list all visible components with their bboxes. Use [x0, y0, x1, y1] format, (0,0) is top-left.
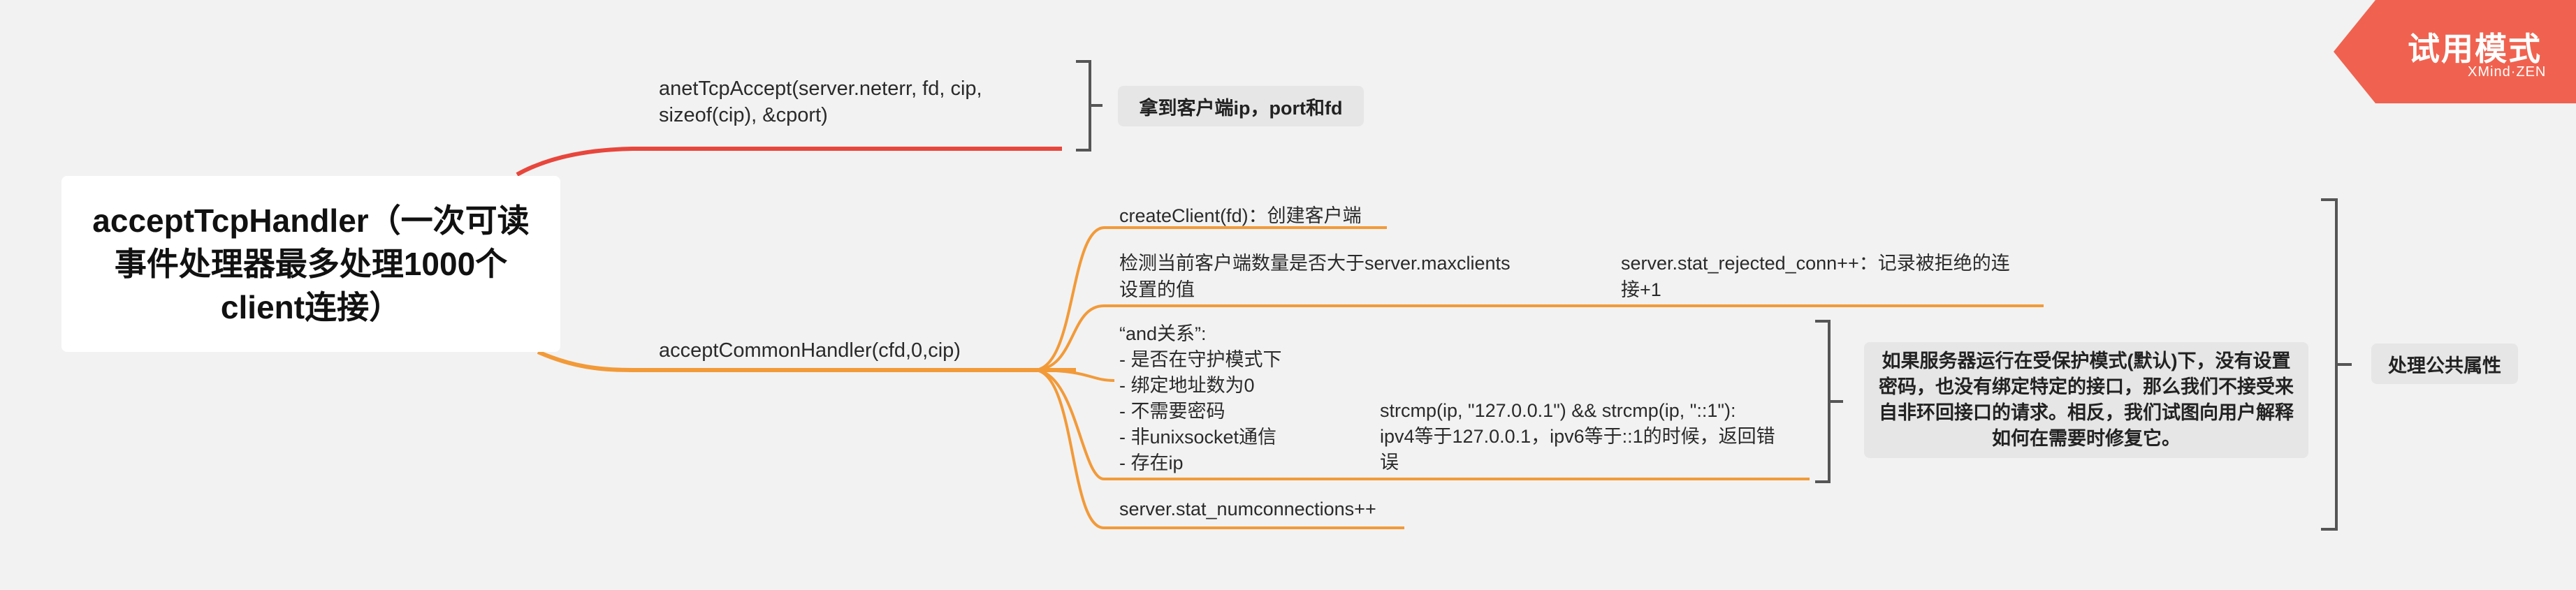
- root-topic[interactable]: acceptTcpHandler（一次可读事件处理器最多处理1000个clien…: [61, 176, 560, 352]
- branch2-topic[interactable]: acceptCommonHandler(cfd,0,cip): [659, 339, 961, 362]
- bracket-branch1: [1076, 60, 1103, 152]
- child-strcmp[interactable]: strcmp(ip, "127.0.0.1") && strcmp(ip, ":…: [1380, 400, 1775, 473]
- protected-mode-summary[interactable]: 如果服务器运行在受保护模式(默认)下，没有设置密码，也没有绑定特定的接口，那么我…: [1864, 342, 2308, 458]
- branch1-summary[interactable]: 拿到客户端ip，port和fd: [1118, 86, 1364, 126]
- root-topic-label: acceptTcpHandler（一次可读事件处理器最多处理1000个clien…: [92, 202, 530, 325]
- connector-root-branch1: [516, 147, 1062, 177]
- watermark-subtitle: XMind·ZEN: [2468, 64, 2547, 80]
- watermark-title: 试用模式: [2408, 31, 2542, 67]
- child-rejected-conn[interactable]: server.stat_rejected_conn++：记录被拒绝的连 接+1: [1621, 253, 2010, 300]
- child-check-maxclients[interactable]: 检测当前客户端数量是否大于server.maxclients 设置的值: [1119, 253, 1511, 300]
- child-create-client[interactable]: createClient(fd)：创建客户端: [1119, 205, 1362, 226]
- child-and-relation[interactable]: “and关系”: - 是否在守护模式下 - 绑定地址数为0 - 不需要密码 - …: [1119, 323, 1282, 473]
- bracket-common: [2321, 198, 2352, 531]
- connector-root-branch2: [537, 350, 1076, 372]
- bracket-protected-mode: [1815, 320, 1843, 483]
- common-summary[interactable]: 处理公共属性: [2371, 344, 2518, 384]
- branch2-child-connectors: [1033, 226, 1537, 529]
- child-numconnections[interactable]: server.stat_numconnections++: [1119, 499, 1376, 519]
- branch1-topic[interactable]: anetTcpAccept(server.neterr, fd, cip, si…: [659, 78, 982, 126]
- watermark-flag: [2334, 0, 2576, 103]
